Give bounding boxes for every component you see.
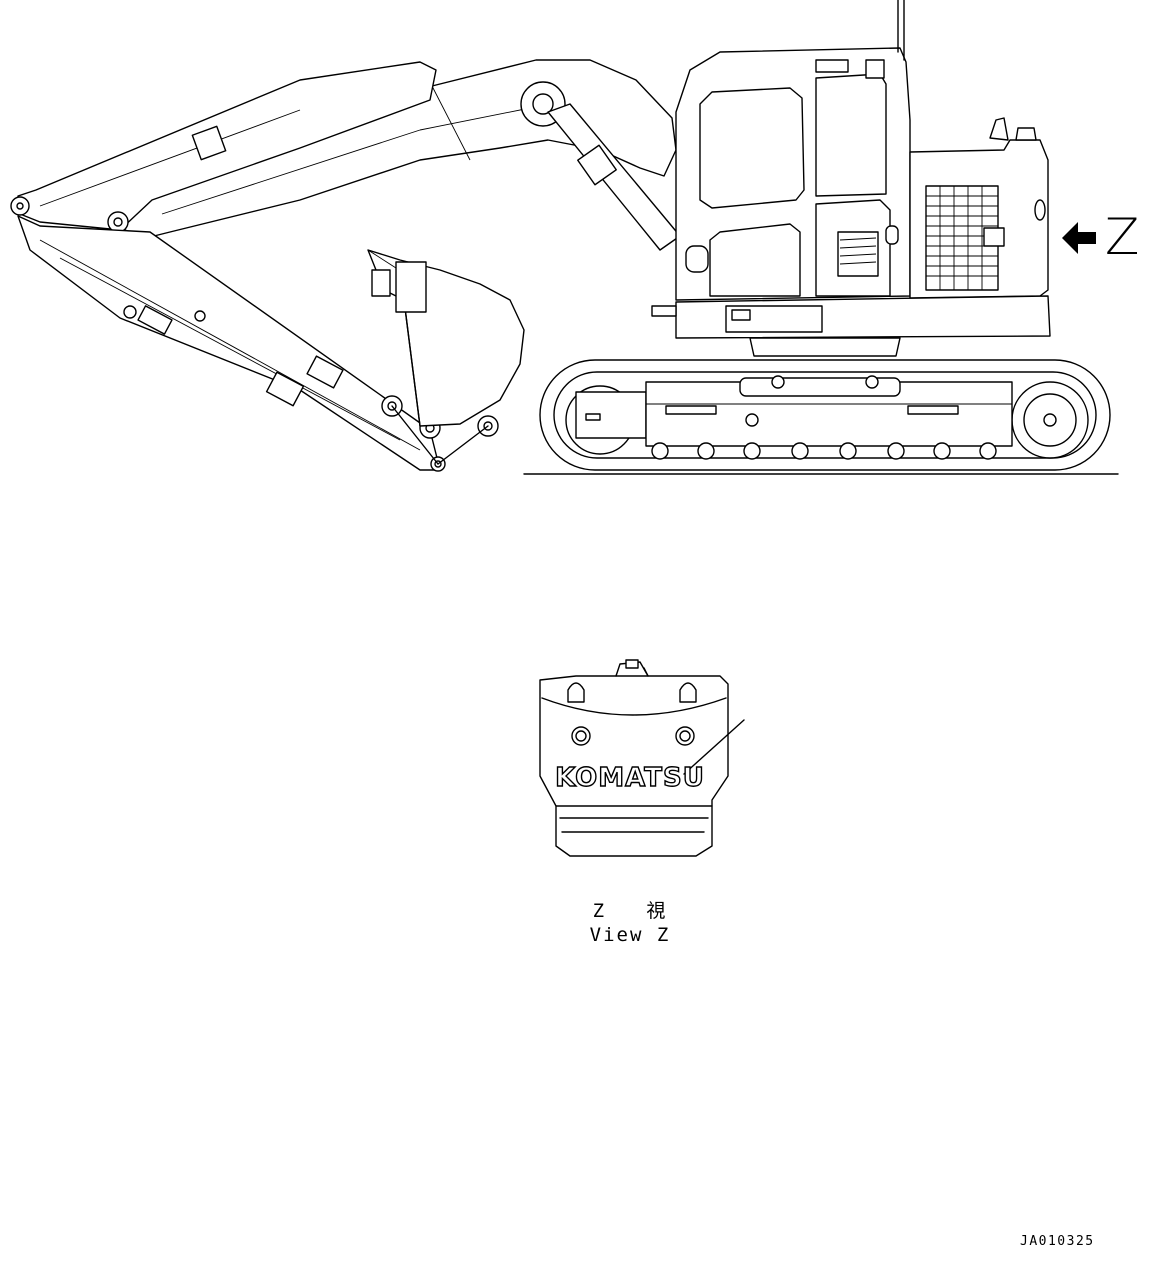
excavator-side-view xyxy=(10,0,1119,475)
view-label-english: View Z xyxy=(589,924,671,946)
view-label-japanese: Z 視 xyxy=(592,900,668,922)
cab xyxy=(675,0,911,301)
view-z-rear-view: KOMATSU xyxy=(539,659,745,857)
arm-cylinder xyxy=(17,215,441,471)
engine-hood xyxy=(909,117,1049,299)
upper-frame xyxy=(651,295,1051,357)
arm xyxy=(10,61,437,233)
drawing-code: JA010325 xyxy=(1020,1234,1095,1249)
view-marker-label: Z xyxy=(1105,208,1140,266)
bucket xyxy=(367,249,525,427)
logo-leader-line xyxy=(683,719,745,775)
view-direction-arrow-icon xyxy=(1062,222,1096,254)
undercarriage xyxy=(539,359,1111,471)
logo-komatsu: KOMATSU xyxy=(555,763,705,793)
